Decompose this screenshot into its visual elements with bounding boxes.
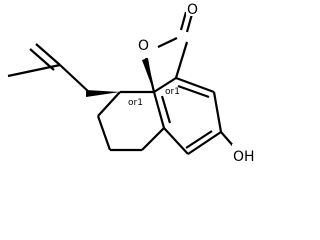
bond-aryl-6 <box>153 77 177 93</box>
bond-isopropenyl-attach <box>59 64 91 94</box>
bond-methyl <box>7 63 61 78</box>
atom-label-layer: O O OH or1 or1 <box>128 0 262 165</box>
bond-vinyl-double-a <box>35 43 61 66</box>
bond-ch2-b <box>96 115 112 151</box>
carbonyl-oxygen-label: O <box>187 2 198 18</box>
bond-aryl-5 <box>152 91 166 129</box>
stereo-bond-layer <box>86 58 154 97</box>
hydroxyl-label: OH <box>233 149 255 165</box>
bond-aryl-4 <box>163 127 189 155</box>
bond-o-carbonyl <box>157 37 178 48</box>
bond-aryl-5-inner <box>160 95 172 124</box>
hash-wedge-bond <box>142 58 154 92</box>
bond-carbonyl-double-b <box>179 11 188 31</box>
ring-oxygen-label: O <box>138 38 149 54</box>
bond-carbonyl-c-aryl <box>174 41 189 79</box>
bond-aryl-1 <box>175 76 215 94</box>
bond-carbonyl-double-a <box>185 13 194 33</box>
bond-aryl-3 <box>187 131 222 155</box>
bond-layer <box>7 11 236 155</box>
bond-ch2-d <box>141 127 165 151</box>
molecule-diagram: O O OH or1 or1 <box>7 0 262 165</box>
bond-aryl-1-inner <box>177 84 210 99</box>
bond-ch2-a <box>97 91 121 117</box>
stereo-label-upper: or1 <box>165 87 180 97</box>
bond-aryl-3-inner <box>185 130 213 149</box>
hash-wedge-bond-ch <box>86 90 120 97</box>
stereo-label-lower: or1 <box>128 98 143 108</box>
bond-aryl-2 <box>212 91 223 133</box>
